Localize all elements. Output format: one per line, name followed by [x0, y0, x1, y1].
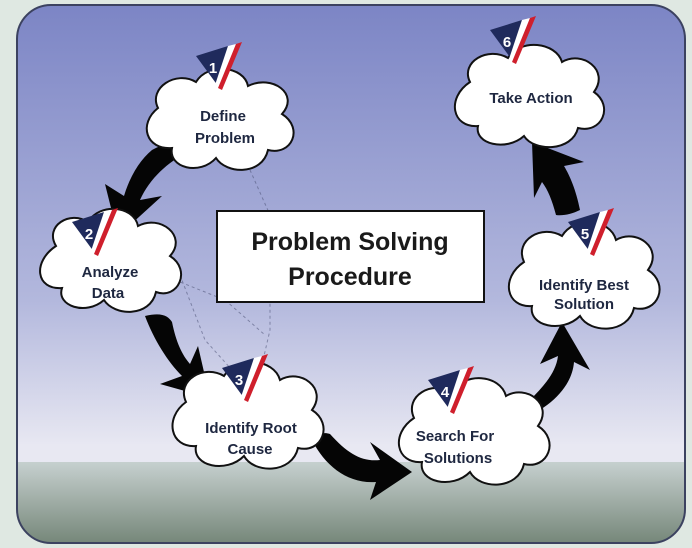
step-badge: 3 [222, 354, 268, 402]
step-label-line-1: Identify Root [205, 420, 297, 437]
step-badge: 4 [428, 366, 474, 414]
step-label-line-2: Solution [554, 296, 614, 313]
step-number: 1 [209, 60, 217, 77]
step-badge: 6 [490, 16, 536, 64]
step-label-line-2: Data [92, 285, 125, 302]
diagram-title-line-1: Problem Solving [251, 228, 448, 256]
title-box: Problem Solving Procedure [216, 210, 485, 303]
step-label-line-2: Cause [227, 441, 272, 458]
step-label-line-2: Solutions [424, 450, 492, 467]
step-label-line-1: Identify Best [539, 277, 629, 294]
step-number: 6 [503, 34, 511, 51]
step-6-take-action: 6 Take Action [453, 16, 606, 149]
step-badge: 2 [72, 208, 118, 256]
step-badge: 5 [568, 208, 614, 256]
arrow-3-to-4 [312, 433, 412, 500]
step-label-line-1: Analyze [82, 264, 139, 281]
step-4-search-for-solutions: 4 Search For Solutions [397, 366, 551, 486]
arrow-5-to-6 [532, 142, 584, 216]
step-3-identify-root-cause: 3 Identify Root Cause [171, 354, 325, 470]
step-2-analyze-data: 2 Analyze Data [39, 207, 182, 313]
cloud-shape [39, 207, 182, 313]
step-badge: 1 [196, 42, 242, 90]
step-number: 5 [581, 226, 589, 243]
step-number: 2 [85, 226, 93, 243]
step-label-line-1: Search For [416, 428, 495, 445]
step-1-define-problem: 1 Define Problem [145, 42, 295, 171]
diagram-title-line-2: Procedure [288, 263, 412, 291]
step-label-line-1: Define [200, 108, 246, 125]
cloud-shape [145, 67, 295, 171]
step-label-line-1: Take Action [489, 90, 572, 107]
step-5-identify-best-solution: 5 Identify Best Solution [507, 208, 661, 330]
step-number: 4 [441, 384, 450, 401]
step-label-line-2: Problem [195, 130, 255, 147]
cloud-shape [507, 221, 661, 330]
step-number: 3 [235, 372, 243, 389]
